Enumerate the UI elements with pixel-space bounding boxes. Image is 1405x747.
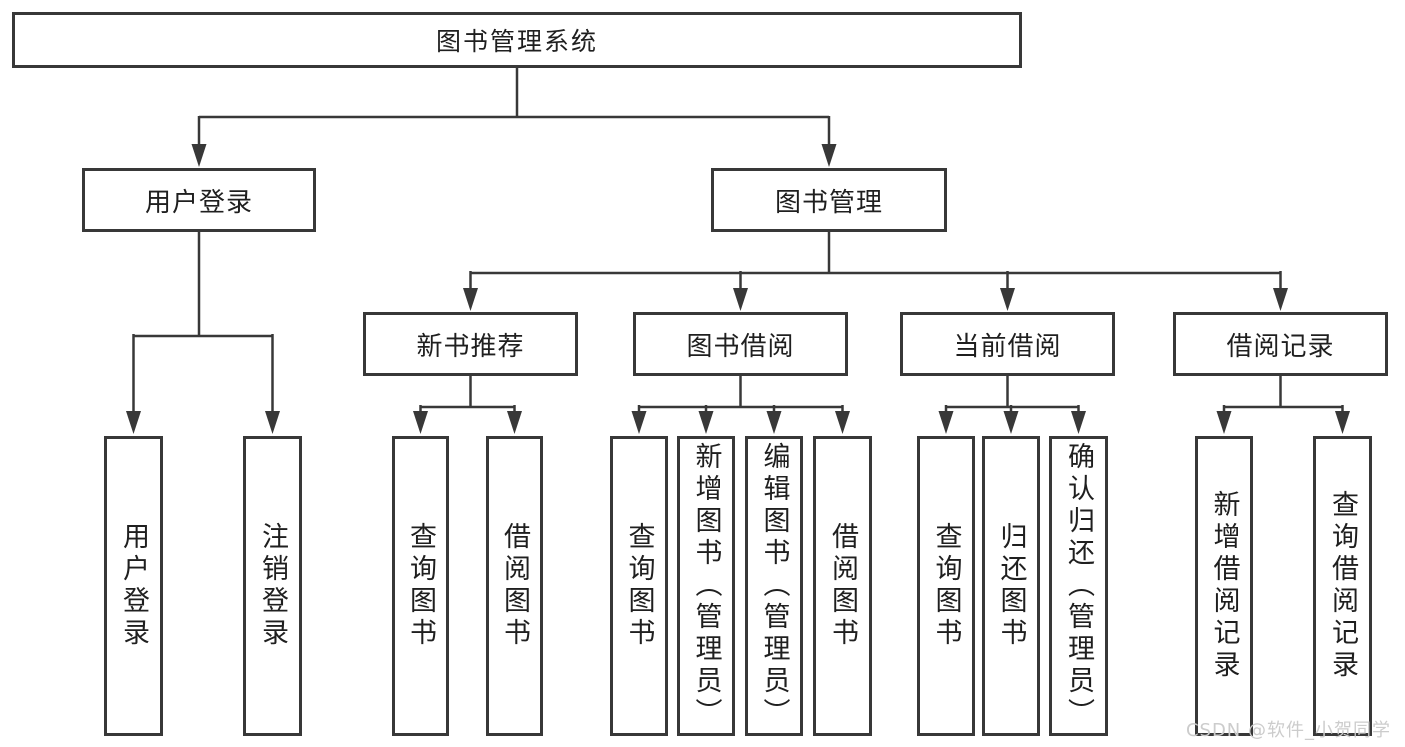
leaf-label: 查询图书 bbox=[405, 522, 436, 650]
leaf-edit-books-admin: 编辑图书（管理员） bbox=[745, 436, 803, 736]
leaf-label: 归还图书 bbox=[995, 522, 1027, 650]
leaf-label: 编辑图书（管理员） bbox=[758, 442, 790, 730]
node-label: 图书管理 bbox=[774, 187, 883, 218]
leaf-label: 借阅图书 bbox=[827, 522, 858, 650]
leaf-label: 注销登录 bbox=[257, 522, 288, 650]
node-library-management-system: 图书管理系统 bbox=[12, 12, 1022, 68]
leaf-return-books: 归还图书 bbox=[982, 436, 1040, 736]
leaf-label: 查询图书 bbox=[623, 522, 655, 650]
connector-book-management-children bbox=[463, 232, 1288, 311]
node-book-borrowing: 图书借阅 bbox=[633, 312, 848, 376]
leaf-label: 借阅图书 bbox=[499, 522, 530, 650]
node-new-book-recommendation: 新书推荐 bbox=[363, 312, 578, 376]
node-user-login: 用户登录 bbox=[82, 168, 316, 232]
connector-root-branches bbox=[191, 68, 837, 167]
leaf-user-login: 用户登录 bbox=[104, 436, 163, 736]
leaf-label: 查询图书 bbox=[930, 522, 962, 650]
node-label: 当前借阅 bbox=[953, 331, 1062, 362]
leaf-label: 确认归还（管理员） bbox=[1063, 442, 1094, 730]
connector-recommend-children bbox=[413, 376, 522, 434]
leaf-query-books: 查询图书 bbox=[392, 436, 449, 736]
leaf-borrow-books: 借阅图书 bbox=[486, 436, 543, 736]
node-label: 用户登录 bbox=[144, 187, 253, 218]
leaf-add-borrow-record: 新增借阅记录 bbox=[1195, 436, 1253, 736]
leaf-query-borrow-record: 查询借阅记录 bbox=[1313, 436, 1372, 736]
leaf-borrow-books-2: 借阅图书 bbox=[813, 436, 872, 736]
watermark-text: CSDN @软件_小贺同学 bbox=[1185, 720, 1391, 741]
node-label: 借阅记录 bbox=[1226, 331, 1335, 362]
node-borrowing-records: 借阅记录 bbox=[1173, 312, 1388, 376]
node-label: 新书推荐 bbox=[416, 331, 525, 362]
node-current-borrowing: 当前借阅 bbox=[900, 312, 1115, 376]
connector-user-login-children bbox=[126, 232, 280, 434]
leaf-label: 查询借阅记录 bbox=[1327, 490, 1358, 682]
connector-records-children bbox=[1216, 376, 1350, 434]
connector-borrow-children bbox=[631, 376, 850, 434]
leaf-label: 用户登录 bbox=[118, 522, 149, 650]
node-label: 图书管理系统 bbox=[435, 27, 598, 56]
leaf-logout: 注销登录 bbox=[243, 436, 302, 736]
leaf-add-books-admin: 新增图书（管理员） bbox=[677, 436, 735, 736]
leaf-confirm-return-admin: 确认归还（管理员） bbox=[1049, 436, 1108, 736]
node-label: 图书借阅 bbox=[686, 331, 795, 362]
node-book-management: 图书管理 bbox=[711, 168, 947, 232]
leaf-query-books-3: 查询图书 bbox=[917, 436, 975, 736]
leaf-label: 新增借阅记录 bbox=[1208, 490, 1240, 682]
leaf-label: 新增图书（管理员） bbox=[690, 442, 722, 730]
leaf-query-books-2: 查询图书 bbox=[610, 436, 668, 736]
connector-current-children bbox=[938, 376, 1086, 434]
